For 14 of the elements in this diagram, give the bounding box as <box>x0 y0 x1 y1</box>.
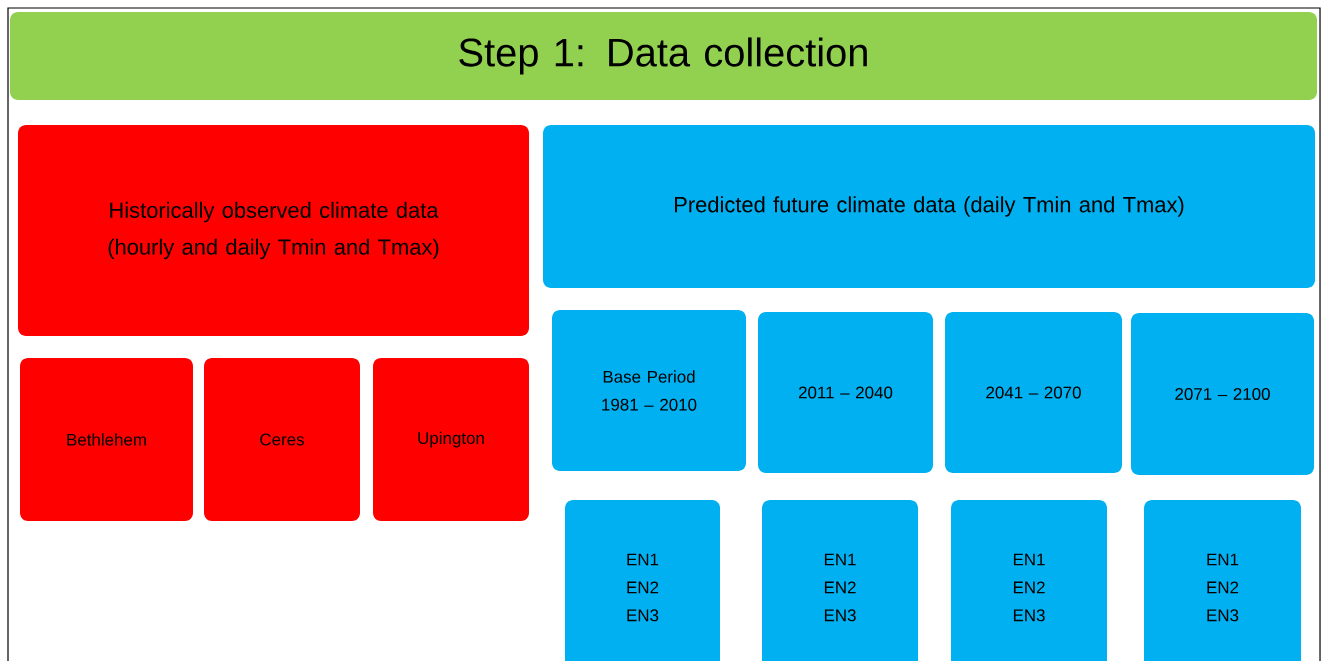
title-banner: Step 1: Data collection <box>10 12 1318 100</box>
station-box: Upington <box>373 358 529 521</box>
data-box: Predicted future climate data (daily Tmin and Tmax) <box>543 125 1316 288</box>
data-box: Historically observed climate data (hourly and daily Tmin and Tmax) <box>18 125 529 336</box>
ensemble-box: EN1 EN2 EN3 <box>565 500 720 661</box>
ensemble-box: EN1 EN2 EN3 <box>1144 500 1301 661</box>
ensemble-box: EN1 EN2 EN3 <box>951 500 1107 661</box>
period-box: 2041 – 2070 <box>945 312 1122 473</box>
ensemble-box: EN1 EN2 EN3 <box>762 500 918 661</box>
station-box: Bethlehem <box>20 358 193 521</box>
period-box: Base Period 1981 – 2010 <box>552 310 746 471</box>
period-box: 2011 – 2040 <box>758 312 933 473</box>
period-box: 2071 – 2100 <box>1131 313 1314 475</box>
station-box: Ceres <box>204 358 360 521</box>
